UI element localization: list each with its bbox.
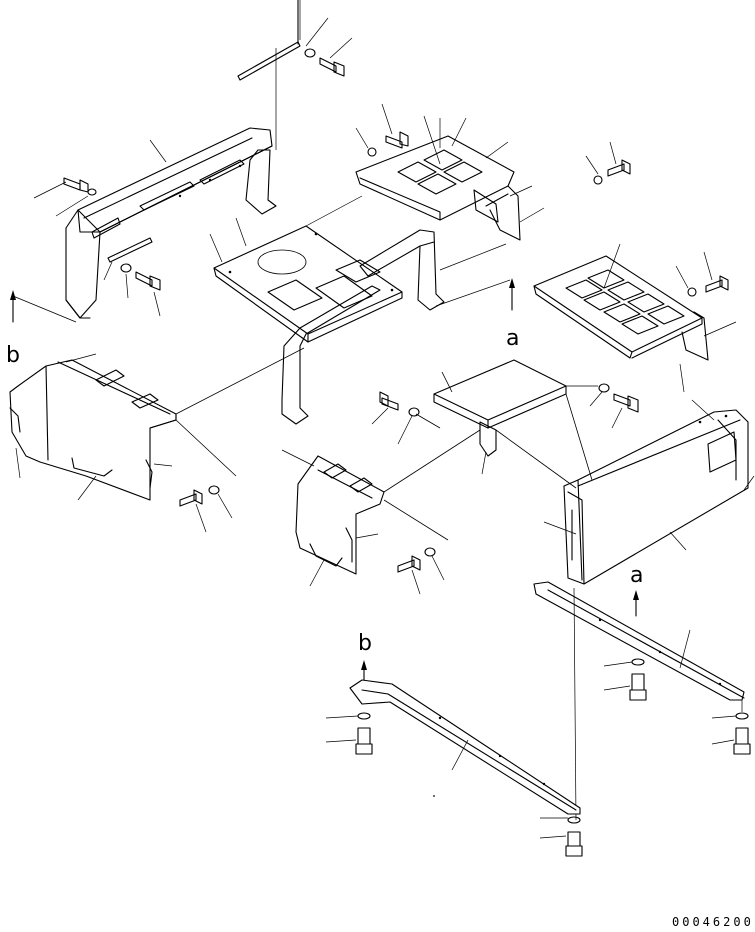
- lower-washer-center: [567, 816, 581, 824]
- right-upper-bolt: [593, 159, 631, 185]
- left-upper-bolt: [63, 177, 97, 196]
- lower-bolt-left: [355, 727, 373, 755]
- right-long-rail: [533, 581, 745, 701]
- drawing-number: 00046200: [672, 915, 754, 929]
- lower-left-rail: [349, 679, 581, 815]
- left-upper-rod: [107, 237, 153, 263]
- right-side-cover: [563, 409, 749, 585]
- right-upper-bolt-2: [687, 275, 729, 297]
- left-lower-bolt: [135, 271, 161, 291]
- center-front-cover: [295, 455, 385, 575]
- center-front-bolt: [397, 547, 436, 573]
- center-right-bolt: [598, 383, 639, 413]
- rail-bolt-a: [629, 673, 647, 701]
- lower-bolt-center: [565, 831, 583, 857]
- center-small-bolt: [379, 391, 420, 417]
- center-small-plate: [433, 359, 567, 457]
- rail-bolt-right: [733, 727, 751, 755]
- rail-washer-right: [735, 712, 749, 720]
- callout-b-lower: b: [358, 631, 372, 656]
- left-cover-bolt: [179, 485, 220, 507]
- callout-a-lower: a: [630, 563, 643, 588]
- rail-washer-a: [631, 658, 645, 666]
- callout-a-lower-arrow: [633, 590, 639, 617]
- callout-b-left-arrow: [10, 290, 77, 323]
- top-panel-bolt: [367, 131, 409, 157]
- top-bolt: [319, 57, 345, 77]
- top-floor-panel: [355, 135, 521, 241]
- callout-a-upper-arrow: [509, 278, 515, 311]
- callout-a-upper: a: [506, 326, 519, 351]
- right-upper-floor-panel: [533, 255, 709, 361]
- center-main-plate: [213, 225, 403, 343]
- top-rod-bracket: [237, 0, 301, 81]
- left-side-cover: [9, 359, 177, 501]
- left-lower-washer: [120, 263, 132, 273]
- lower-washer-left: [357, 712, 371, 720]
- top-washer: [304, 48, 316, 58]
- callout-b-left: b: [6, 343, 20, 368]
- left-upper-frame: [65, 127, 277, 319]
